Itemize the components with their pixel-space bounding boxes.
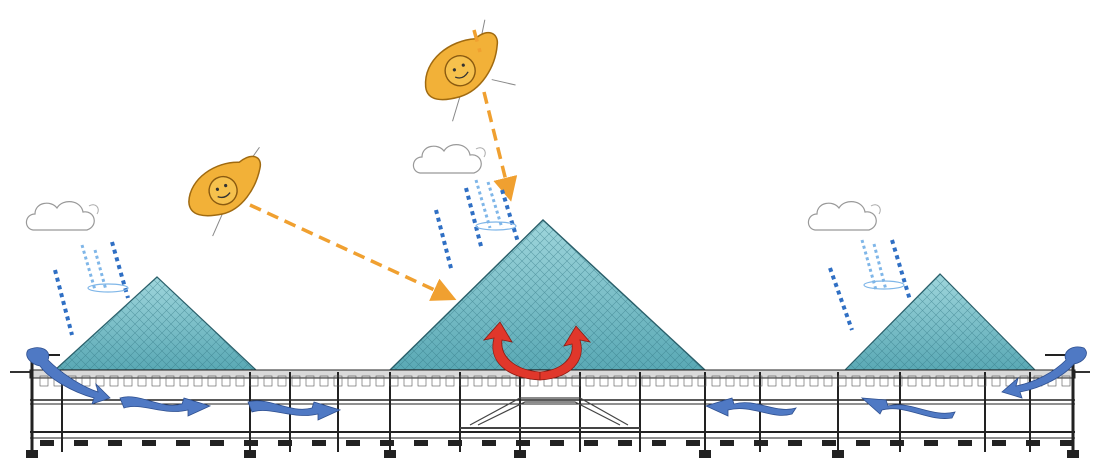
pile (832, 450, 844, 458)
footing (210, 440, 224, 446)
footing (176, 440, 190, 446)
footing (958, 440, 972, 446)
foundation-footings (26, 440, 1079, 458)
footing (550, 440, 564, 446)
pile (514, 450, 526, 458)
footing (142, 440, 156, 446)
footing (414, 440, 428, 446)
footing (618, 440, 632, 446)
pile (26, 450, 38, 458)
small-pyramid-left (55, 277, 256, 370)
footing (822, 440, 836, 446)
cloud-icon (808, 202, 880, 230)
footing (1060, 440, 1074, 446)
pile (699, 450, 711, 458)
cloud-icon (413, 145, 485, 173)
footing (74, 440, 88, 446)
footing (788, 440, 802, 446)
footing (448, 440, 462, 446)
sun-icon (410, 18, 519, 126)
pile (384, 450, 396, 458)
footing (992, 440, 1006, 446)
footing (924, 440, 938, 446)
footing (40, 440, 54, 446)
footing (346, 440, 360, 446)
footing (312, 440, 326, 446)
footing (686, 440, 700, 446)
footing (890, 440, 904, 446)
footing (278, 440, 292, 446)
large-pyramid-center (390, 220, 705, 370)
footing (482, 440, 496, 446)
footing (584, 440, 598, 446)
footing (1026, 440, 1040, 446)
footing (380, 440, 394, 446)
footing (516, 440, 530, 446)
cloud-icon (26, 202, 98, 230)
footing (244, 440, 258, 446)
pile (1067, 450, 1079, 458)
footing (108, 440, 122, 446)
sunlight-arrow (484, 92, 510, 197)
escalator (460, 398, 640, 428)
pile (244, 450, 256, 458)
sunlight-arrow (250, 205, 452, 298)
footing (754, 440, 768, 446)
footing (652, 440, 666, 446)
sun-icon (179, 147, 281, 240)
footing (856, 440, 870, 446)
footing (720, 440, 734, 446)
